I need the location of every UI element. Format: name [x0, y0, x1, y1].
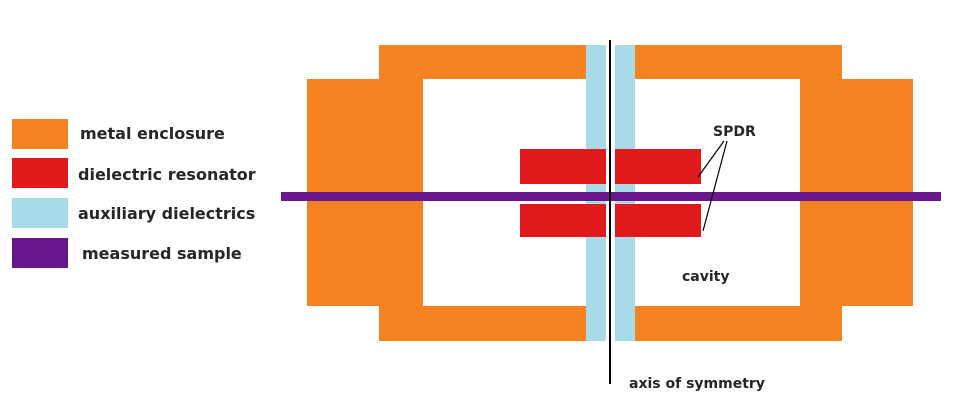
legend-item-metal-enclosure: metal enclosure	[12, 119, 225, 149]
legend-swatch-metal-enclosure	[12, 119, 68, 149]
enclosure-bottom-left-plate	[379, 306, 605, 341]
resonator-upper-left	[520, 149, 606, 184]
spdr-leader-upper	[697, 140, 725, 178]
cavity-label: cavity	[682, 269, 730, 285]
legend-swatch-auxiliary-dielectrics	[12, 198, 68, 228]
legend-item-measured-sample: measured sample	[12, 238, 242, 268]
enclosure-top-right-plate	[616, 45, 842, 79]
dielectric-resonators	[520, 149, 701, 237]
legend-swatch-measured-sample	[12, 238, 68, 268]
enclosure-right-upper-wall	[800, 79, 913, 192]
resonator-upper-right	[615, 149, 701, 184]
legend-label-dielectric-resonator: dielectric resonator	[78, 165, 256, 184]
legend-item-auxiliary-dielectrics: auxiliary dielectrics	[12, 198, 255, 228]
legend-swatch-dielectric-resonator	[12, 158, 68, 188]
enclosure-left-upper-wall	[307, 79, 423, 192]
spdr-label: SPDR	[713, 124, 756, 140]
legend-label-metal-enclosure: metal enclosure	[80, 124, 225, 143]
enclosure-right-lower-wall	[800, 201, 913, 306]
legend: metal enclosure dielectric resonator aux…	[12, 119, 256, 268]
legend-label-auxiliary-dielectrics: auxiliary dielectrics	[78, 204, 255, 223]
axis-of-symmetry-label: axis of symmetry	[629, 376, 765, 392]
legend-label-measured-sample: measured sample	[82, 244, 242, 263]
enclosure-left-lower-wall	[307, 201, 423, 306]
spdr-leader-lines	[697, 140, 728, 232]
resonator-lower-right	[615, 204, 701, 237]
enclosure-top-left-plate	[379, 45, 605, 79]
legend-item-dielectric-resonator: dielectric resonator	[12, 158, 256, 188]
metal-enclosure	[307, 45, 913, 341]
spdr-leader-lower	[702, 140, 728, 232]
resonator-lower-left	[520, 204, 606, 237]
enclosure-bottom-right-plate	[616, 306, 842, 341]
